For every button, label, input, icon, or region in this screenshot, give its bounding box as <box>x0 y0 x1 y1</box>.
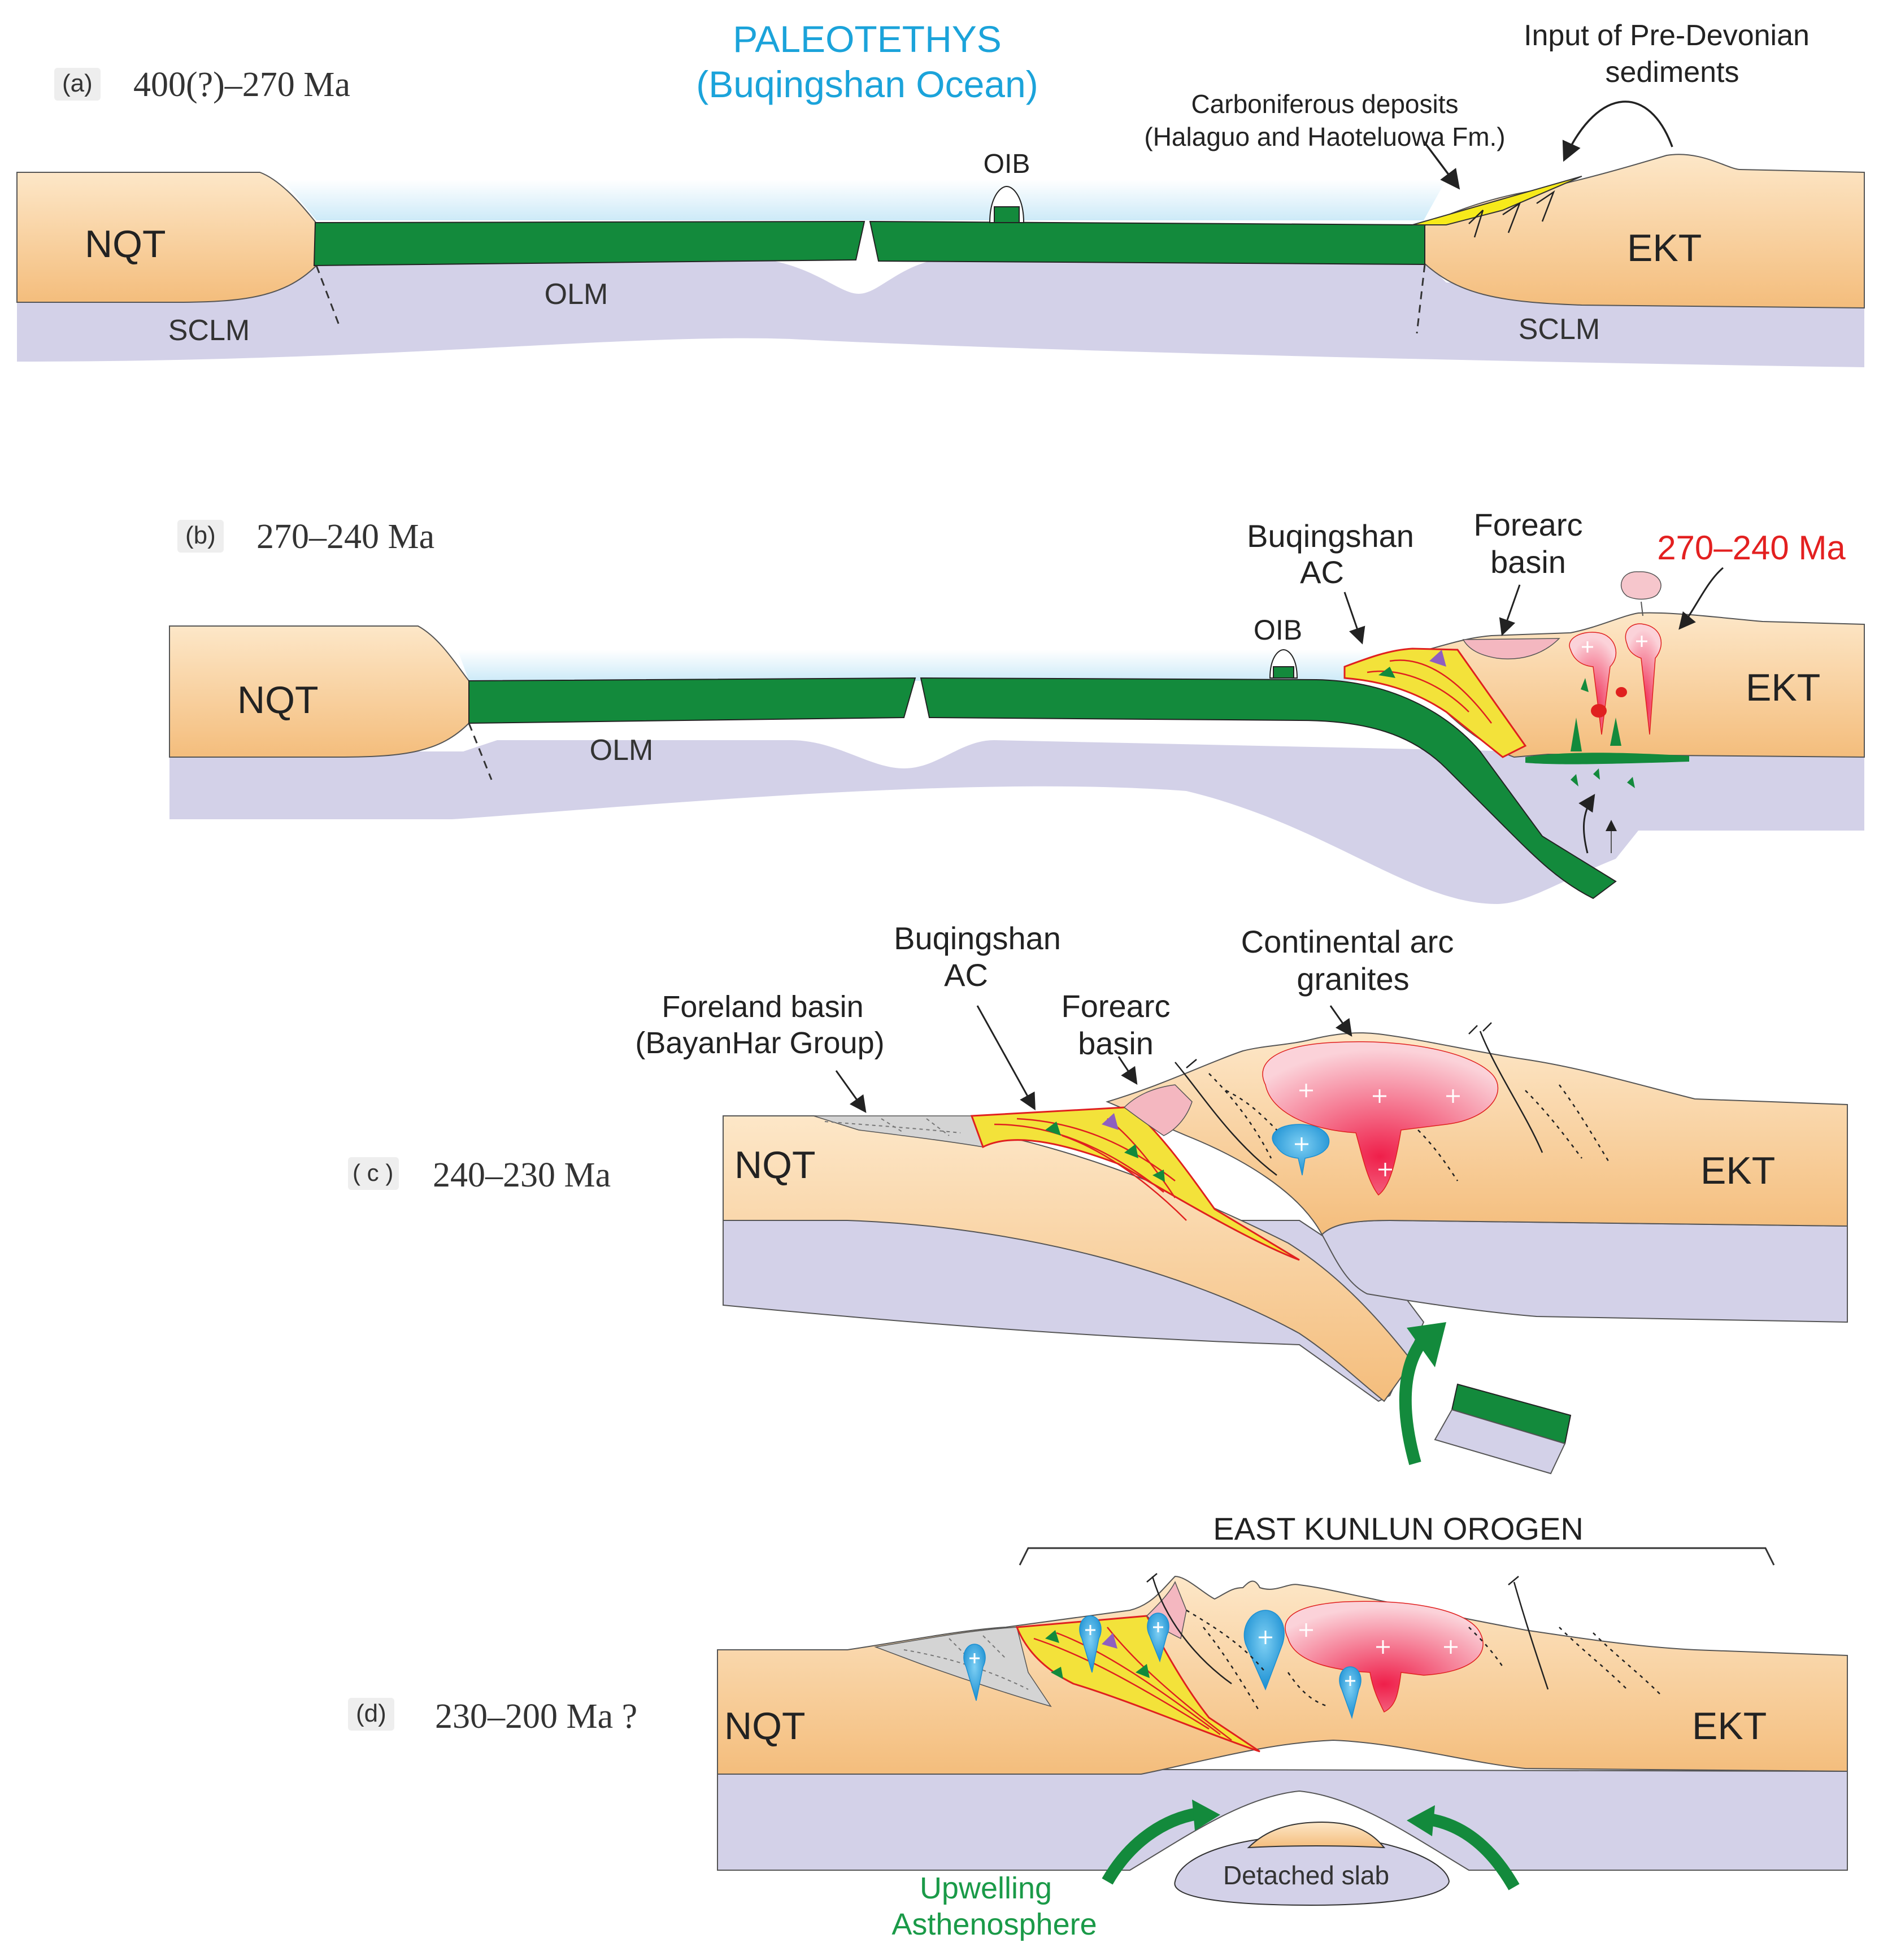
upwelling-arrow-b <box>1578 794 1595 854</box>
panel-b: (b) 270–240 Ma NQT EKT OLM OIB Buqingsha… <box>169 507 1865 904</box>
mantle-d <box>717 1767 1848 1871</box>
carboniferous-sediments <box>1412 176 1582 225</box>
sea-water-b <box>458 650 1424 681</box>
panel-c-tag: ( c ) <box>353 1159 393 1186</box>
ekt-label-c: EKT <box>1700 1149 1775 1192</box>
nqt-label-c: NQT <box>734 1144 816 1187</box>
foreland-basin-d <box>874 1627 1052 1707</box>
sclm-label-a-right: SCLM <box>1519 313 1600 346</box>
buqingshan-ac-label-c-2: AC <box>944 957 988 993</box>
suture-dash-b <box>468 723 493 780</box>
forearc-label-b-2: basin <box>1490 544 1566 580</box>
panel-a-tag: (a) <box>62 69 93 97</box>
olm-label-a: OLM <box>545 278 608 311</box>
panel-d: (d) 230–200 Ma ? EAST KUNLUN OROGEN NQT … <box>348 1511 1848 1941</box>
oceanic-slab-right <box>869 220 1425 266</box>
paleotethys-title: PALEOTETHYS <box>733 18 1002 60</box>
panel-d-tag: (d) <box>356 1700 386 1727</box>
panel-b-age: 270–240 Ma <box>256 518 434 556</box>
buqingshan-ac-label-b-2: AC <box>1300 554 1344 590</box>
carboniferous-label-2: (Halaguo and Haoteluowa Fm.) <box>1144 122 1505 151</box>
crust-d <box>717 1575 1848 1775</box>
ekt-label-b: EKT <box>1746 666 1820 709</box>
arc-magmatism-b <box>1525 571 1689 788</box>
oceanic-slab-b-right <box>920 677 1617 899</box>
granites-label-c-1: Continental arc <box>1241 924 1454 959</box>
pre-devonian-label-2: sediments <box>1606 56 1739 89</box>
lithospheric-mantle <box>17 257 1864 367</box>
mafic-intrusions-d <box>963 1610 1362 1719</box>
nqt-label-d: NQT <box>724 1705 806 1748</box>
sea-water <box>282 180 1446 220</box>
oceanic-slab-left <box>313 220 865 267</box>
upwelling-label-2: Asthenosphere <box>891 1907 1097 1941</box>
pre-devonian-label-1: Input of Pre-Devonian <box>1524 19 1810 52</box>
forearc-basin-c <box>1123 1084 1193 1136</box>
suture-dash-right <box>1416 264 1426 334</box>
oceanic-slab-b-left <box>468 677 916 724</box>
normal-faults <box>1468 190 1555 238</box>
panel-a-age: 400(?)–270 Ma <box>133 66 350 104</box>
sclm-label-a-left: SCLM <box>168 314 250 347</box>
upwelling-arrow-left <box>1102 1807 1199 1885</box>
forearc-label-c-2: basin <box>1078 1025 1154 1061</box>
carboniferous-arrow <box>1423 140 1460 190</box>
detached-slab <box>1174 1834 1450 1906</box>
ekt-label-d: EKT <box>1692 1705 1767 1748</box>
lithospheric-mantle-b <box>169 740 1864 904</box>
buqingshan-ac-label-b-1: Buqingshan <box>1247 518 1414 554</box>
forearc-basin-b <box>1462 638 1560 659</box>
forearc-label-c-1: Forearc <box>1062 988 1171 1024</box>
foreland-label-c-1: Foreland basin <box>662 990 863 1024</box>
panel-c-age: 240–230 Ma <box>433 1156 611 1194</box>
nqt-label-a: NQT <box>85 223 166 266</box>
nqt-crust-b <box>169 625 469 758</box>
panel-a: (a) 400(?)–270 Ma PALEOTETHYS (Buqingsha… <box>16 18 1865 367</box>
sediment-input-arrow <box>1562 101 1673 162</box>
upwelling-arrow-c <box>1399 1335 1429 1465</box>
orogen-bracket <box>1019 1547 1775 1566</box>
foreland-label-c-2: (BayanHar Group) <box>635 1026 884 1060</box>
nqt-label-b: NQT <box>237 679 319 722</box>
suture-dash-left <box>315 265 340 325</box>
oib-label-b: OIB <box>1254 614 1302 646</box>
granites-label-c-2: granites <box>1297 961 1409 997</box>
ekt-label-a: EKT <box>1627 227 1702 270</box>
panel-d-age: 230–200 Ma ? <box>435 1697 637 1736</box>
upwelling-arrow-right <box>1428 1813 1520 1891</box>
buqingshan-ac-label-c-1: Buqingshan <box>894 920 1061 956</box>
oib-label-a: OIB <box>984 149 1030 179</box>
magma-age-label-b: 270–240 Ma <box>1657 529 1846 567</box>
upwelling-label-1: Upwelling <box>920 1871 1052 1905</box>
arc-granite-c <box>1262 1041 1499 1196</box>
olm-label-b: OLM <box>590 734 654 767</box>
arc-granite-d <box>1285 1601 1484 1713</box>
nqt-slab-c <box>723 1115 1413 1402</box>
panel-b-tag: (b) <box>185 521 216 549</box>
accretionary-complex-d <box>1015 1615 1260 1753</box>
orogen-label: EAST KUNLUN OROGEN <box>1213 1511 1584 1546</box>
nqt-crust <box>16 172 317 303</box>
mafic-intrusion-c <box>1272 1124 1330 1176</box>
foreland-basin-c <box>813 1115 984 1148</box>
panel-c: ( c ) 240–230 Ma NQT EKT Foreland basin … <box>348 920 1848 1475</box>
detached-slab-label: Detached slab <box>1223 1861 1389 1890</box>
buqingshan-ocean-title: (Buqingshan Ocean) <box>696 63 1038 105</box>
accretionary-complex-c <box>970 1106 1300 1261</box>
underplating-b <box>1525 753 1689 764</box>
forearc-label-b-1: Forearc <box>1474 507 1583 542</box>
carboniferous-label-1: Carboniferous deposits <box>1191 89 1458 119</box>
